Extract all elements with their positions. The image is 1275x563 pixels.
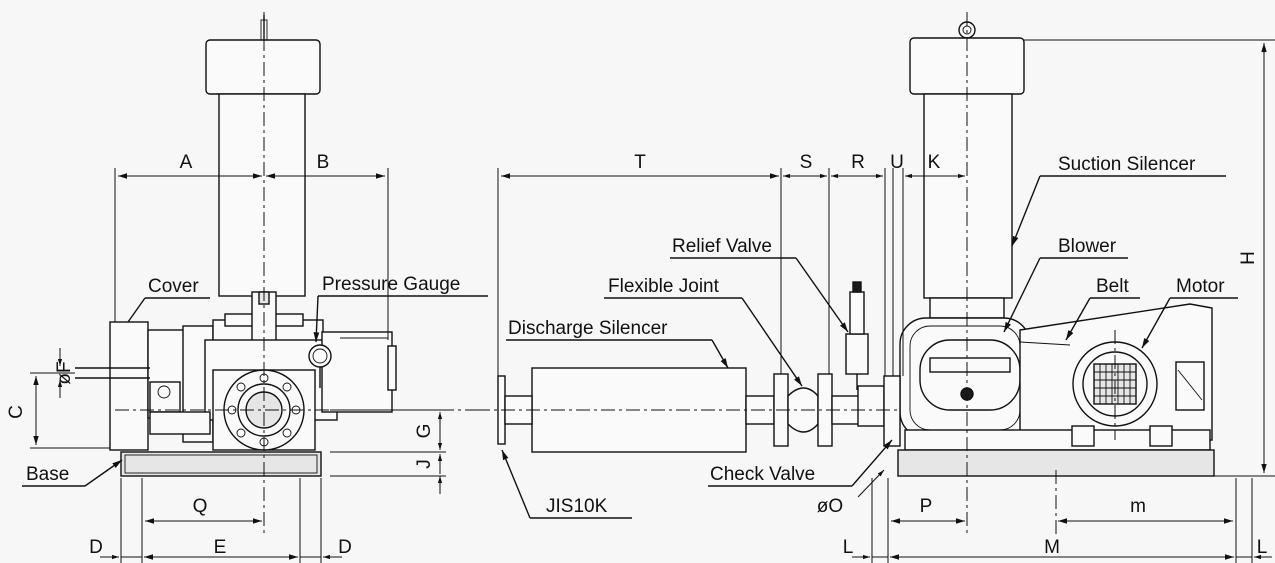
callout-base: Base (26, 464, 69, 485)
callout-cover: Cover (148, 276, 199, 297)
dim-label-F: øF (54, 361, 75, 384)
front-leaders (22, 295, 488, 487)
dim-label-E: E (214, 537, 227, 558)
front-silencer-cap (205, 39, 321, 95)
callout-discharge-silencer: Discharge Silencer (508, 318, 668, 339)
dim-label-D-left: D (89, 537, 103, 558)
dim-label-A: A (180, 152, 193, 173)
dim-label-T: T (634, 152, 646, 173)
dim-label-J: J (414, 459, 435, 469)
callout-motor: Motor (1176, 276, 1225, 297)
callout-belt: Belt (1096, 276, 1129, 297)
front-base (120, 451, 322, 477)
callout-suction-silencer: Suction Silencer (1058, 154, 1196, 175)
callout-check-valve: Check Valve (710, 464, 815, 485)
dim-label-M: M (1044, 537, 1060, 558)
dim-label-H: H (1238, 251, 1259, 265)
callout-flexible-joint: Flexible Joint (608, 276, 720, 297)
front-view (75, 12, 476, 535)
callout-blower: Blower (1058, 236, 1117, 257)
callout-pressure-gauge: Pressure Gauge (322, 274, 460, 295)
dim-label-B: B (317, 152, 330, 173)
dim-label-R: R (851, 152, 865, 173)
side-leaders (501, 175, 1238, 519)
dim-label-D-right: D (338, 537, 352, 558)
front-silencer-body (218, 93, 306, 297)
relief-valve (845, 333, 869, 375)
callout-relief-valve: Relief Valve (672, 236, 772, 257)
dim-label-L-left: L (843, 537, 854, 558)
dim-label-P: P (920, 496, 933, 517)
pressure-gauge-dial (308, 344, 332, 368)
dim-label-L-right: L (1257, 537, 1268, 558)
side-dimensions (497, 39, 1275, 563)
side-view (476, 12, 1215, 535)
dim-label-S: S (800, 152, 813, 173)
callout-jis10k: JIS10K (546, 496, 608, 517)
front-dimensions (30, 168, 446, 563)
dim-label-U: U (890, 152, 904, 173)
dim-label-C: C (6, 405, 27, 419)
dim-label-K: K (928, 152, 941, 173)
dim-label-G: G (414, 424, 435, 439)
dim-label-Q: Q (193, 496, 208, 517)
dim-label-O: øO (817, 496, 843, 517)
front-cover (109, 321, 149, 451)
labels: A B C øF G J Q D E D Cover Pressure Gaug… (6, 152, 1267, 558)
dim-label-m: m (1130, 496, 1146, 517)
